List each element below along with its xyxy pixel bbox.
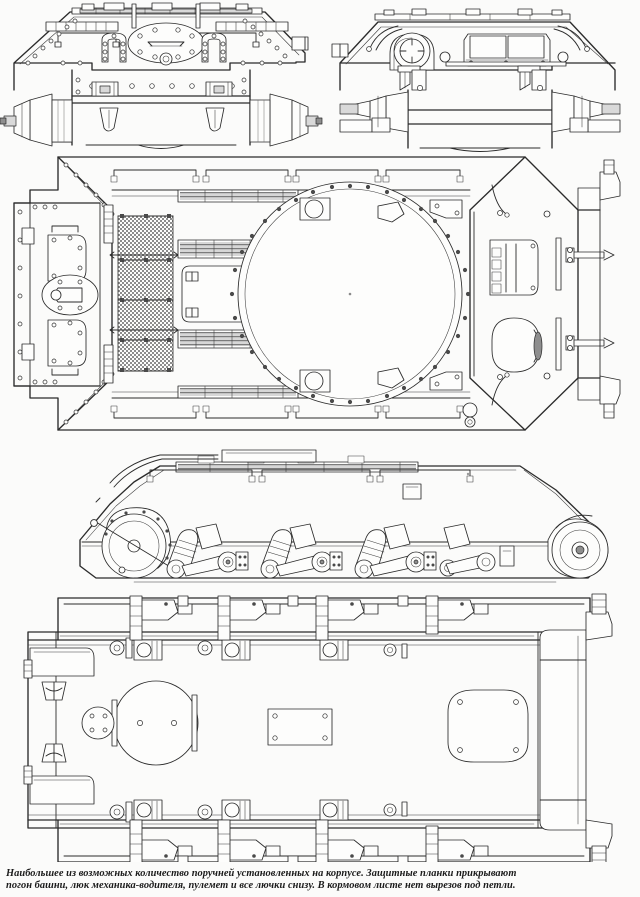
side-bogie-2 [260, 523, 343, 579]
view-rear [331, 8, 621, 152]
top-turret-ring [229, 181, 471, 407]
bottom-rear-plate [539, 593, 613, 862]
front-rivets [25, 18, 288, 95]
bottom-nose-plates [23, 647, 95, 805]
front-tow-bracket-right [205, 81, 233, 97]
side-bogie-4 [439, 523, 515, 577]
rear-idler-right [551, 91, 621, 133]
rear-tow-hook-left [397, 65, 427, 91]
view-side [79, 449, 609, 583]
technical-plate [0, 2, 621, 862]
front-final-drive-left [0, 93, 73, 147]
rear-louvre-panel [463, 33, 551, 67]
top-deck-hinges [103, 204, 114, 384]
front-visor-right [201, 32, 227, 63]
top-handrails [113, 169, 461, 419]
front-visor-left [101, 32, 127, 63]
top-latch-rods [565, 247, 615, 351]
front-driver-hatch [127, 22, 205, 66]
view-top [13, 156, 621, 431]
view-bottom [23, 593, 613, 862]
side-bogie-1 [166, 523, 249, 579]
top-corner-ports [299, 197, 463, 393]
top-exhaust-stubs [577, 159, 621, 419]
rear-exhaust-port [389, 32, 435, 71]
top-lifting-eye [462, 402, 478, 428]
side-idler-wheel [90, 507, 173, 579]
bottom-drain-port [81, 706, 115, 740]
bottom-small-ports [109, 637, 408, 823]
rear-tow-hook-right [517, 65, 547, 91]
view-front [0, 2, 323, 149]
figure-caption: Наибольшее из возможных количество поруч… [0, 868, 640, 893]
rear-idler-left [339, 91, 409, 133]
bottom-inspection-plate [267, 708, 333, 746]
side-bogie-3 [354, 523, 437, 579]
bottom-suspension-bottom [129, 799, 489, 862]
bottom-rail-connectors [177, 595, 409, 862]
top-front-hatches [41, 225, 99, 376]
top-engine-grilles [117, 214, 174, 372]
bottom-suspension-top [129, 595, 489, 661]
bottom-escape-hatch [111, 680, 199, 766]
caption-line-1: Наибольшее из возможных количество поруч… [6, 867, 517, 879]
front-hooks [99, 107, 225, 132]
front-final-drive-right [249, 93, 323, 147]
side-drive-sprocket [547, 514, 609, 579]
side-handrails [149, 469, 471, 479]
front-tow-bracket-left [91, 81, 119, 97]
caption-line-2: погон башни, люк механика-водителя, пуле… [6, 880, 516, 892]
top-rear-fittings [489, 184, 615, 406]
